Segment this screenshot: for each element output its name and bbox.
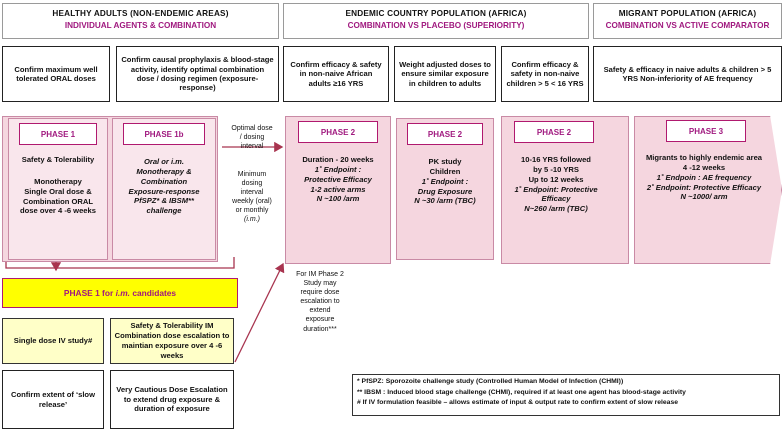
footnote-pfspz: * PfSPZ: Sporozoite challenge study (Con… [357, 378, 624, 385]
single-dose-iv-box: Single dose IV study# [2, 318, 104, 364]
phase2-pk-box: PHASE 2 PK study Children 1˚ Endpoint : … [396, 118, 494, 260]
cautious-escalation-box: Very Cautious Dose Escalation to extend … [110, 370, 234, 429]
header-endemic-country: ENDEMIC COUNTRY POPULATION (AFRICA) COMB… [283, 3, 589, 39]
note-line: exposure [305, 316, 335, 324]
note-line: require dose [300, 289, 340, 297]
phase2-children-box: PHASE 2 10-16 YRS followed by 5 -10 YRS … [501, 116, 629, 264]
phase2-children-content: 10-16 YRS followed by 5 -10 YRS Up to 12… [502, 155, 610, 214]
phase2-line: 1-2 active arms [310, 184, 366, 194]
phase2-pk-line: 1˚ Endpoint : [421, 176, 469, 186]
mid-line: weekly (oral) [232, 198, 272, 206]
phase1-content: Safety & Tolerability Monotherapy Single… [9, 155, 107, 216]
phase2-pk-line: N ~30 /arm (TBC) [414, 196, 476, 206]
note-line: Study may [303, 280, 337, 288]
phase3-line: Migrants to highly endemic area [645, 153, 763, 162]
arrow-im-to-phase2 [234, 262, 285, 363]
phase1-bracket [5, 257, 235, 269]
phase2-title: PHASE 2 [514, 121, 594, 143]
phase1-title: PHASE 1 [19, 123, 97, 145]
header-line2: INDIVIDUAL AGENTS & COMBINATION [64, 21, 217, 30]
footnote-iv: # If IV formulation feasible – allows es… [357, 399, 679, 407]
mid-line: / dosing [239, 134, 265, 142]
im-phase2-note: For IM Phase 2 Study may require dose es… [287, 270, 353, 334]
phase3-title: PHASE 3 [666, 120, 746, 142]
header-line1: MIGRANT POPULATION (AFRICA) [618, 9, 757, 18]
mid-line: Optimal dose [231, 125, 273, 132]
mid-line: interval [240, 143, 264, 151]
banner-prefix: PHASE 1 for [63, 288, 116, 298]
header-line2: COMBINATION VS ACTIVE COMPARATOR [605, 21, 770, 30]
objective-migrant-safety: Safety & efficacy in naive adults & chil… [593, 46, 782, 102]
phase1-box: PHASE 1 Safety & Tolerability Monotherap… [8, 118, 108, 260]
phase2-children-line: Efficacy [541, 194, 571, 204]
phase1b-box: PHASE 1b Oral or i.m. Monotherapy & Comb… [112, 118, 216, 260]
phase2-pk-content: PK study Children 1˚ Endpoint : Drug Exp… [397, 157, 493, 206]
phase1b-line: PfSPZ* & IBSM** [134, 196, 194, 206]
phase3-content: Migrants to highly endemic area 4 -12 we… [634, 153, 774, 202]
phase2-content: Duration - 20 weeks 1˚ Endpoint : Protec… [286, 155, 390, 204]
objective-efficacy-adults: Confirm efficacy & safety in non-naive A… [283, 46, 389, 102]
note-line: extend [309, 307, 331, 315]
phase2-title: PHASE 2 [298, 121, 378, 143]
objective-max-tolerated-dose: Confirm maximum well tolerated ORAL dose… [2, 46, 110, 102]
phase1b-line: Exposure-response [128, 186, 200, 196]
phase2-line: N ~100 /arm [316, 194, 360, 204]
phase1-line: dose over 4 -6 weeks [20, 206, 96, 216]
header-migrant-population: MIGRANT POPULATION (AFRICA) COMBINATION … [593, 3, 782, 39]
phase2-children-line: by 5 -10 YRS [533, 164, 579, 174]
phase1-im-banner: PHASE 1 for i.m. candidates [2, 278, 238, 308]
mid-line: (i.m.) [244, 216, 260, 224]
header-line2: COMBINATION VS PLACEBO (SUPERIORITY) [347, 21, 525, 30]
header-line1: HEALTHY ADULTS (NON-ENDEMIC AREAS) [52, 9, 229, 18]
phase2-pk-line: PK study [428, 157, 462, 166]
objective-weight-adjusted: Weight adjusted doses to ensure similar … [394, 46, 496, 102]
banner-italic: i.m. [115, 288, 130, 298]
phase2-efficacy-box: PHASE 2 Duration - 20 weeks 1˚ Endpoint … [285, 116, 391, 264]
header-line1: ENDEMIC COUNTRY POPULATION (AFRICA) [345, 9, 527, 18]
objective-causal-prophylaxis: Confirm causal prophylaxis & blood-stage… [116, 46, 279, 102]
confirm-slow-release-box: Confirm extent of ‘slow release’ [2, 370, 104, 429]
phase2-line: 1˚ Endpoint : [314, 164, 362, 174]
phase1b-line: Oral or i.m. [143, 157, 185, 166]
phase2-children-line: Up to 12 weeks [528, 174, 584, 184]
phase1b-title: PHASE 1b [123, 123, 205, 145]
phase2-children-line: 10-16 YRS followed [521, 155, 591, 164]
mid-line: Minimum [237, 171, 267, 178]
phase2-children-line: 1˚ Endpoint: Protective [514, 184, 598, 194]
phase2-children-line: N~260 /arm (TBC) [524, 204, 588, 214]
phase1b-line: Monotherapy & [136, 166, 192, 176]
note-line: escalation to [300, 298, 340, 306]
phase1b-content: Oral or i.m. Monotherapy & Combination E… [113, 157, 215, 216]
phase1-line: Single Oral dose & [24, 186, 92, 196]
phase1b-line: challenge [146, 206, 182, 216]
note-line: duration*** [303, 325, 337, 333]
phase2-title: PHASE 2 [407, 123, 483, 145]
banner-suffix: candidates [130, 288, 177, 298]
phase1b-line: Combination [140, 176, 188, 186]
objective-efficacy-children: Confirm efficacy & safety in non-naive c… [501, 46, 589, 102]
phase2-pk-line: Children [429, 166, 461, 176]
footnote-ibsm: ** IBSM : Induced blood stage challenge … [357, 388, 686, 396]
phase3-line: 2˚ Endpoint: Protective Efficacy [646, 182, 762, 192]
phase1-line: Monotherapy [34, 176, 82, 186]
optimal-dose-label: Optimal dose / dosing interval [222, 124, 282, 151]
note-line: For IM Phase 2 [296, 271, 344, 278]
minimum-dosing-label: Minimum dosing interval weekly (oral) or… [222, 170, 282, 225]
mid-line: dosing [241, 180, 263, 188]
phase2-line: Protective Efficacy [304, 174, 372, 184]
phase2-line: Duration - 20 weeks [302, 155, 374, 164]
footnotes-box: * PfSPZ: Sporozoite challenge study (Con… [352, 374, 780, 416]
phase1-line: Combination ORAL [22, 196, 94, 206]
im-combination-box: Safety & Tolerability IM Combination dos… [110, 318, 234, 364]
mid-line: or monthly [235, 207, 269, 215]
header-healthy-adults: HEALTHY ADULTS (NON-ENDEMIC AREAS) INDIV… [2, 3, 279, 39]
phase2-pk-line: Drug Exposure [417, 186, 473, 196]
phase3-line: N ~1000/ arm [680, 192, 728, 202]
mid-line: interval [240, 189, 264, 197]
phase3-line: 1˚ Endpoin : AE frequency [656, 172, 752, 182]
phase3-line: 4 -12 weeks [682, 162, 726, 172]
phase1-line: Safety & Tolerability [21, 155, 95, 164]
